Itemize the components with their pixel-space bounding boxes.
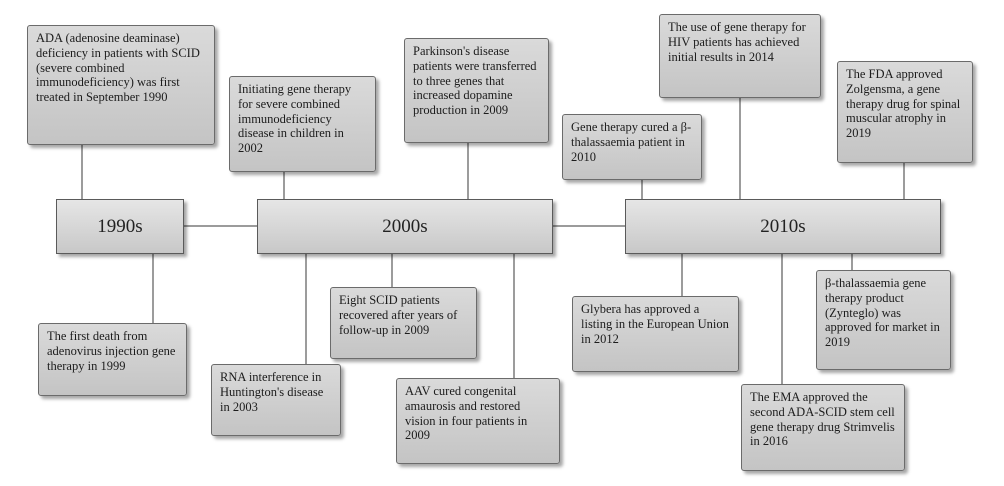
event-strimvelis-2016: The EMA approved the second ADA-SCID ste… <box>741 384 905 471</box>
event-ada-1990: ADA (adenosine deaminase) deficiency in … <box>27 25 215 145</box>
event-parkinsons-2009: Parkinson's disease patients were transf… <box>404 38 549 143</box>
era-2000s: 2000s <box>257 199 553 254</box>
era-1990s: 1990s <box>56 199 184 254</box>
event-hiv-2014: The use of gene therapy for HIV patients… <box>659 14 821 98</box>
event-scid-children-2002: Initiating gene therapy for severe combi… <box>229 76 376 172</box>
event-scid-recovered-2009: Eight SCID patients recovered after year… <box>330 287 477 359</box>
event-rna-huntington-2003: RNA interference in Huntington's disease… <box>211 364 341 436</box>
event-zynteglo-2019: β-thalassaemia gene therapy product (Zyn… <box>816 270 951 370</box>
event-glybera-2012: Glybera has approved a listing in the Eu… <box>572 296 739 372</box>
event-death-1999: The first death from adenovirus injectio… <box>38 323 187 396</box>
event-zolgensma-2019: The FDA approved Zolgensma, a gene thera… <box>837 61 973 163</box>
event-thalassaemia-2010: Gene therapy cured a β-thalassaemia pati… <box>562 114 702 180</box>
era-2010s: 2010s <box>625 199 941 254</box>
event-aav-amaurosis-2009: AAV cured congenital amaurosis and resto… <box>396 378 560 464</box>
